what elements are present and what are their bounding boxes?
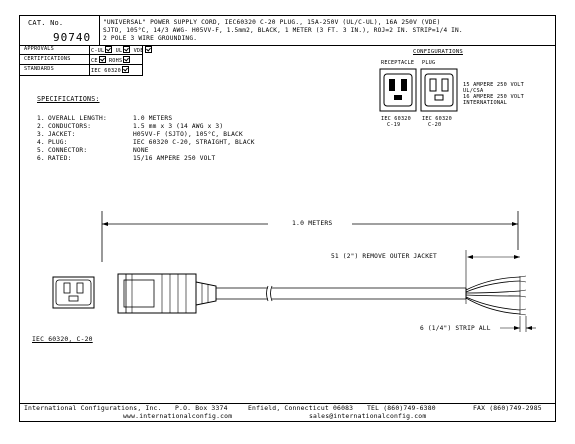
footer-pobox: P.O. Box 3374 bbox=[175, 404, 228, 412]
spec-value: 15/16 AMPERE 250 VOLT bbox=[133, 155, 216, 162]
spec-label: CONNECTOR: bbox=[48, 147, 88, 154]
spec-label: PLUG: bbox=[48, 139, 68, 146]
plug-caption: IEC 60320, C-20 bbox=[32, 335, 93, 343]
approvals-values: C-UL UL VDE bbox=[91, 46, 152, 55]
check-icon bbox=[121, 66, 129, 73]
spec-value: 1.0 METERS bbox=[133, 115, 173, 122]
spec-label: OVERALL LENGTH: bbox=[48, 115, 107, 122]
footer-email[interactable]: sales@internationalconfig.com bbox=[309, 412, 427, 420]
cable-drawing bbox=[52, 211, 536, 332]
standard-iec: IEC 60320 bbox=[91, 68, 121, 74]
cert-rohs: ROHS bbox=[108, 58, 123, 64]
certifications-values: CE ROHS bbox=[91, 56, 131, 65]
check-icon bbox=[123, 56, 131, 63]
configurations-box: CONFIGURATIONS RECEPTACLE PLUG 15 AMPERE… bbox=[379, 49, 525, 134]
spec-number: 6. bbox=[37, 155, 45, 162]
approval-ul: UL bbox=[115, 48, 123, 54]
configurations-title: CONFIGURATIONS bbox=[413, 49, 463, 55]
standards-label: STANDARDS bbox=[24, 66, 54, 72]
spec-number: 4. bbox=[37, 139, 45, 146]
footer-fax: FAX (860)749-2985 bbox=[473, 404, 542, 412]
plug-caption-1: IEC 60320 bbox=[422, 116, 452, 122]
plug-face-icon bbox=[420, 68, 458, 112]
spec-number: 2. bbox=[37, 123, 45, 130]
receptacle-label: RECEPTACLE bbox=[381, 60, 415, 66]
spec-number: 3. bbox=[37, 131, 45, 138]
footer-phone: TEL (860)749-6380 bbox=[367, 404, 436, 412]
spec-label: JACKET: bbox=[48, 131, 76, 138]
cat-number: 90740 bbox=[53, 31, 92, 44]
strip-label: 6 (1/4") STRIP ALL bbox=[420, 325, 491, 332]
plug-caption-2: C-20 bbox=[428, 122, 442, 128]
spec-number: 1. bbox=[37, 115, 45, 122]
plug-label: PLUG bbox=[422, 60, 436, 66]
approval-cul: C-UL bbox=[91, 48, 105, 54]
spec-value: H05VV-F (SJTO), 105°C, BLACK bbox=[133, 131, 243, 138]
check-icon bbox=[98, 56, 106, 63]
standards-values: IEC 60320 bbox=[91, 66, 129, 75]
spec-value: IEC 60320 C-20, STRAIGHT, BLACK bbox=[133, 139, 255, 146]
length-label: 1.0 METERS bbox=[292, 219, 333, 227]
rating-line-2: UL/CSA bbox=[463, 88, 484, 94]
receptacle-caption-2: C-19 bbox=[387, 122, 401, 128]
description-line-1: "UNIVERSAL" POWER SUPPLY CORD, IEC60320 … bbox=[103, 19, 441, 26]
description-line-2: SJTO, 105°C, 14/3 AWG- H05VV-F, 1.5mm2, … bbox=[103, 27, 463, 34]
footer-website[interactable]: www.internationalconfig.com bbox=[123, 412, 233, 420]
drawing-sheet: CAT. No. 90740 "UNIVERSAL" POWER SUPPLY … bbox=[19, 15, 556, 422]
receptacle-caption-1: IEC 60320 bbox=[381, 116, 411, 122]
rating-line-1: 15 AMPERE 250 VOLT bbox=[463, 82, 525, 88]
footer-address: Enfield, Connecticut 06083 bbox=[248, 404, 354, 412]
approvals-label: APPROVALS bbox=[24, 46, 54, 52]
check-icon bbox=[144, 46, 152, 53]
spec-number: 5. bbox=[37, 147, 45, 154]
cat-label: CAT. No. bbox=[28, 19, 64, 27]
specifications-heading: SPECIFICATIONS: bbox=[37, 95, 100, 103]
spec-value: NONE bbox=[133, 147, 149, 154]
description-line-3: 2 POLE 3 WIRE GROUNDING. bbox=[103, 35, 198, 42]
rating-line-3: 16 AMPERE 250 VOLT bbox=[463, 94, 525, 100]
spec-value: 1.5 mm x 3 (14 AWG x 3) bbox=[133, 123, 224, 130]
certifications-label: CERTIFICATIONS bbox=[24, 56, 71, 62]
check-icon bbox=[123, 46, 131, 53]
spec-label: RATED: bbox=[48, 155, 72, 162]
approvals-table: APPROVALS C-UL UL VDE CERTIFICATIONS CE … bbox=[20, 45, 152, 76]
rating-line-4: INTERNATIONAL bbox=[463, 100, 508, 106]
jacket-label: 51 (2") REMOVE OUTER JACKET bbox=[331, 253, 437, 260]
check-icon bbox=[105, 46, 113, 53]
spec-label: CONDUCTORS: bbox=[48, 123, 92, 130]
receptacle-icon bbox=[379, 68, 417, 112]
footer-company: International Configurations, Inc. bbox=[24, 404, 162, 412]
cert-ce: CE bbox=[91, 58, 98, 64]
approval-vde: VDE bbox=[133, 48, 144, 54]
title-block: CAT. No. 90740 "UNIVERSAL" POWER SUPPLY … bbox=[20, 16, 555, 46]
